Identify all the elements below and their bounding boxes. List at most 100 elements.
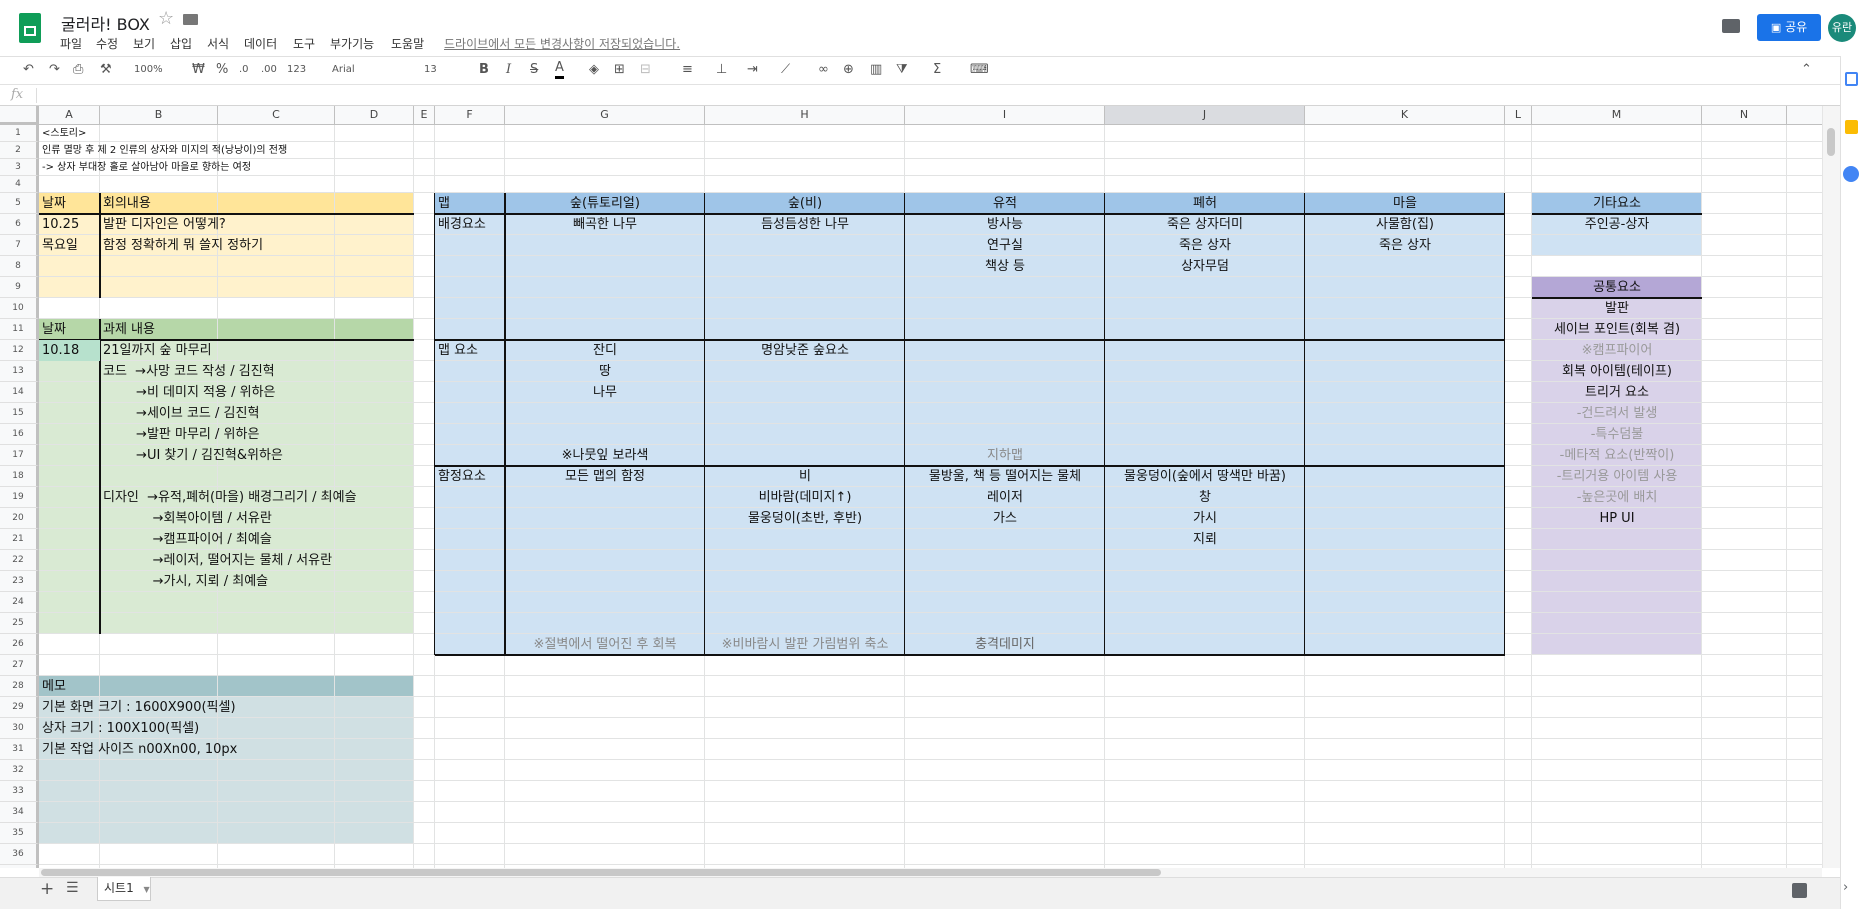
row-header-15[interactable]: 15: [0, 403, 39, 424]
bold-icon[interactable]: B: [479, 62, 489, 77]
filter-icon[interactable]: ⧩: [896, 62, 908, 77]
comment-icon[interactable]: ⊕: [843, 62, 854, 77]
row-header-16[interactable]: 16: [0, 424, 39, 445]
italic-icon[interactable]: I: [506, 62, 512, 77]
task-line[interactable]: →가시, 지뢰 / 최예슬: [103, 574, 269, 589]
more-formats-select[interactable]: 123: [287, 64, 307, 75]
menu-data[interactable]: 데이터: [244, 37, 278, 51]
text-rotation-icon[interactable]: ⟋: [781, 62, 791, 77]
menu-addons[interactable]: 부가기능: [330, 37, 375, 51]
sheets-logo[interactable]: [19, 13, 41, 43]
trap-elements-label[interactable]: 함정요소: [438, 469, 486, 484]
task-line[interactable]: →비 데미지 적용 / 위하은: [103, 385, 276, 400]
menu-insert[interactable]: 삽입: [170, 37, 193, 51]
row-header-12[interactable]: 12: [0, 340, 39, 361]
row-header-20[interactable]: 20: [0, 508, 39, 529]
font-select[interactable]: Arial: [332, 64, 355, 75]
map-column-header[interactable]: 유적: [993, 196, 1017, 211]
row-header-27[interactable]: 27: [0, 655, 39, 676]
row-header-8[interactable]: 8: [0, 256, 39, 277]
menu-view[interactable]: 보기: [133, 37, 156, 51]
meeting-text-1[interactable]: 발판 디자인은 어떻게?: [103, 217, 226, 232]
calendar-icon[interactable]: [1845, 72, 1858, 86]
select-all-corner[interactable]: [0, 106, 39, 125]
etc-header[interactable]: 기타요소: [1593, 196, 1641, 211]
common-item[interactable]: 세이브 포인트(회복 겸): [1553, 322, 1681, 337]
map-elements-label[interactable]: 맵 요소: [438, 343, 479, 358]
row-header-1[interactable]: 1: [0, 125, 39, 142]
increase-decimal-button[interactable]: .00: [261, 64, 277, 75]
tasks-content-header[interactable]: 과제 내용: [103, 322, 155, 337]
column-header-i[interactable]: I: [905, 106, 1105, 125]
bg-element[interactable]: 듬성듬성한 나무: [761, 217, 849, 232]
comments-icon[interactable]: [1722, 19, 1740, 33]
map-element[interactable]: 나무: [593, 385, 617, 400]
row-header-5[interactable]: 5: [0, 193, 39, 214]
decrease-decimal-button[interactable]: .0: [239, 64, 249, 75]
column-header-n[interactable]: N: [1702, 106, 1787, 125]
collapse-toolbar-icon[interactable]: ⌃: [1801, 62, 1812, 77]
row-header-22[interactable]: 22: [0, 550, 39, 571]
trap-element[interactable]: 가시: [1193, 511, 1217, 526]
vertical-align-icon[interactable]: ⊥: [716, 62, 728, 77]
task-line[interactable]: →발판 마무리 / 위하은: [103, 427, 260, 442]
row-header-18[interactable]: 18: [0, 466, 39, 487]
task-line[interactable]: →캠프파이어 / 최예슬: [103, 532, 272, 547]
tasks-date[interactable]: 10.18: [42, 343, 80, 358]
bg-element[interactable]: 죽은 상자: [1179, 238, 1231, 253]
column-header-j[interactable]: J: [1105, 106, 1305, 125]
bg-element[interactable]: 방사능: [987, 217, 1023, 232]
task-line[interactable]: 코드 →사망 코드 작성 / 김진혁: [103, 364, 275, 379]
add-sheet-icon[interactable]: +: [40, 879, 55, 899]
tasks-icon[interactable]: [1843, 166, 1859, 182]
column-header-f[interactable]: F: [435, 106, 505, 125]
bg-element[interactable]: 죽은 상자더미: [1167, 217, 1243, 232]
row-header-23[interactable]: 23: [0, 571, 39, 592]
merge-cells-icon[interactable]: ⊟: [640, 62, 651, 77]
map-note[interactable]: 지하맵: [987, 448, 1023, 463]
avatar[interactable]: 유란: [1828, 14, 1856, 42]
column-header-h[interactable]: H: [705, 106, 905, 125]
sheet-tab-1[interactable]: 시트1 ▼: [97, 877, 151, 901]
trap-element[interactable]: 가스: [993, 511, 1017, 526]
vertical-scroll-thumb[interactable]: [1827, 128, 1835, 156]
common-item[interactable]: -메타적 요소(반짝이): [1559, 448, 1675, 463]
task-line[interactable]: →레이저, 떨어지는 물체 / 서유란: [103, 553, 333, 568]
map-note[interactable]: ※절벽에서 떨어진 후 회복: [533, 637, 677, 652]
row-header-31[interactable]: 31: [0, 739, 39, 760]
trap-element[interactable]: 모든 맵의 함정: [564, 469, 646, 484]
share-button[interactable]: ▣ 공유: [1757, 14, 1821, 41]
document-title[interactable]: 굴러라! BOX: [61, 15, 150, 34]
row-header-4[interactable]: 4: [0, 176, 39, 193]
memo-line[interactable]: 기본 화면 크기 : 1600X900(픽셀): [42, 700, 236, 715]
common-item[interactable]: ※캠프파이어: [1581, 343, 1653, 358]
row-header-34[interactable]: 34: [0, 802, 39, 823]
row-header-26[interactable]: 26: [0, 634, 39, 655]
row-header-37[interactable]: 37: [0, 865, 39, 868]
trap-element[interactable]: 비바람(데미지↑): [758, 490, 852, 505]
meeting-date-header[interactable]: 날짜: [42, 196, 66, 211]
zoom-select[interactable]: 100%: [134, 64, 163, 75]
row-header-7[interactable]: 7: [0, 235, 39, 256]
row-header-36[interactable]: 36: [0, 844, 39, 865]
input-tools-icon[interactable]: ⌨: [970, 62, 989, 77]
trap-element[interactable]: 지뢰: [1193, 532, 1217, 547]
bg-element[interactable]: 상자무덤: [1181, 259, 1229, 274]
row-header-32[interactable]: 32: [0, 760, 39, 781]
horizontal-align-icon[interactable]: ≡: [682, 62, 693, 77]
row-header-29[interactable]: 29: [0, 697, 39, 718]
map-column-header[interactable]: 마을: [1393, 196, 1417, 211]
meeting-text-2[interactable]: 함정 정확하게 뭐 쓸지 정하기: [103, 238, 264, 253]
bg-element[interactable]: 사물함(집): [1376, 217, 1434, 232]
task-line[interactable]: 디자인 →유적,폐허(마을) 배경그리기 / 최예슬: [103, 490, 357, 505]
bg-element[interactable]: 연구실: [987, 238, 1023, 253]
currency-format-button[interactable]: ₩: [192, 62, 205, 77]
menu-file[interactable]: 파일: [60, 37, 83, 51]
text-wrap-icon[interactable]: ⇥: [747, 62, 758, 77]
column-header-k[interactable]: K: [1305, 106, 1505, 125]
folder-icon[interactable]: [183, 14, 198, 25]
story-title[interactable]: <스토리>: [42, 128, 87, 139]
column-header-c[interactable]: C: [218, 106, 335, 125]
percent-format-button[interactable]: %: [216, 62, 229, 77]
memo-title[interactable]: 메모: [42, 679, 66, 694]
